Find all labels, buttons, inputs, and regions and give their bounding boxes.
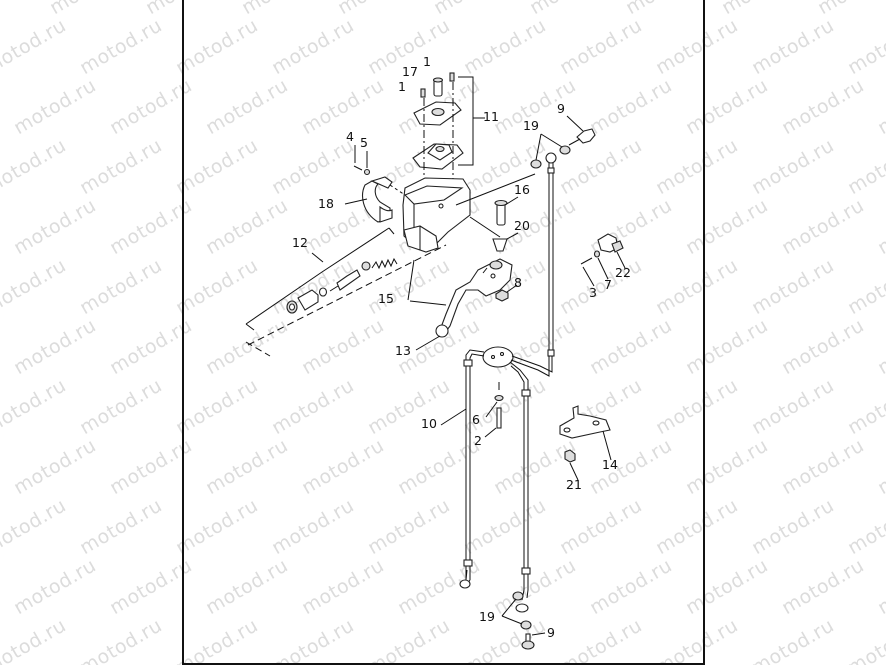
cover-screw-1b bbox=[420, 88, 426, 98]
callout-13: 13 bbox=[395, 343, 411, 358]
banjo-bolt-9-upper bbox=[566, 115, 596, 146]
callout-1: 1 bbox=[423, 54, 431, 69]
washer-19-lower-a bbox=[512, 591, 524, 601]
callout-2: 2 bbox=[474, 433, 482, 448]
brake-lever-15 bbox=[439, 258, 513, 335]
washer-19-upper-a bbox=[559, 145, 571, 155]
cover-screw-1a bbox=[449, 72, 455, 82]
bracket-14 bbox=[559, 405, 612, 461]
banjo-bolt-9-lower bbox=[521, 632, 546, 650]
callout-4: 4 bbox=[346, 129, 354, 144]
pivot-pin-16 bbox=[494, 196, 519, 226]
reservoir-cover-assembly bbox=[412, 72, 485, 190]
lever-ball-end-13 bbox=[435, 324, 449, 338]
lower-banjo-right bbox=[515, 589, 529, 613]
clamp-screw-4 bbox=[353, 165, 363, 171]
piston-kit-12 bbox=[245, 227, 447, 357]
washer-19-lower-b bbox=[520, 620, 532, 630]
lower-banjo-left bbox=[459, 569, 471, 589]
piston-spring bbox=[371, 257, 398, 270]
callout-1: 1 bbox=[398, 79, 406, 94]
screw-2 bbox=[484, 407, 502, 438]
callout-16: 16 bbox=[514, 182, 530, 197]
handlebar-clamp-18 bbox=[362, 176, 393, 223]
screw-3 bbox=[580, 257, 595, 287]
brake-line-junction bbox=[463, 346, 553, 590]
callout-19: 19 bbox=[479, 609, 495, 624]
washer-6 bbox=[485, 382, 504, 418]
callout-14: 14 bbox=[602, 457, 618, 472]
brake-hose-10 bbox=[440, 408, 467, 426]
callout-5: 5 bbox=[360, 135, 368, 150]
diagram-frame bbox=[182, 0, 705, 665]
callout-9: 9 bbox=[547, 625, 555, 640]
callout-17: 17 bbox=[402, 64, 418, 79]
callout-20: 20 bbox=[514, 218, 530, 233]
callout-12: 12 bbox=[292, 235, 308, 250]
brake-line-upper-banjo bbox=[545, 152, 557, 357]
callout-9: 9 bbox=[557, 101, 565, 116]
washer-7 bbox=[593, 250, 609, 280]
callout-3: 3 bbox=[589, 285, 597, 300]
plunger-17 bbox=[432, 77, 444, 97]
bushing-20 bbox=[492, 232, 519, 252]
callout-21: 21 bbox=[566, 477, 582, 492]
washer-5 bbox=[363, 168, 371, 176]
callout-15: 15 bbox=[378, 291, 394, 306]
callout-19: 19 bbox=[523, 118, 539, 133]
callout-11: 11 bbox=[483, 109, 499, 124]
callout-10: 10 bbox=[421, 416, 437, 431]
callout-22: 22 bbox=[615, 265, 631, 280]
master-cylinder-body bbox=[402, 177, 471, 253]
callout-7: 7 bbox=[604, 277, 612, 292]
washer-19-upper-b bbox=[530, 159, 542, 169]
callout-8: 8 bbox=[514, 275, 522, 290]
callout-18: 18 bbox=[318, 196, 334, 211]
callout-6: 6 bbox=[472, 412, 480, 427]
nut-8 bbox=[495, 284, 518, 302]
brake-switch-22 bbox=[597, 233, 626, 269]
nut-21 bbox=[564, 449, 579, 481]
